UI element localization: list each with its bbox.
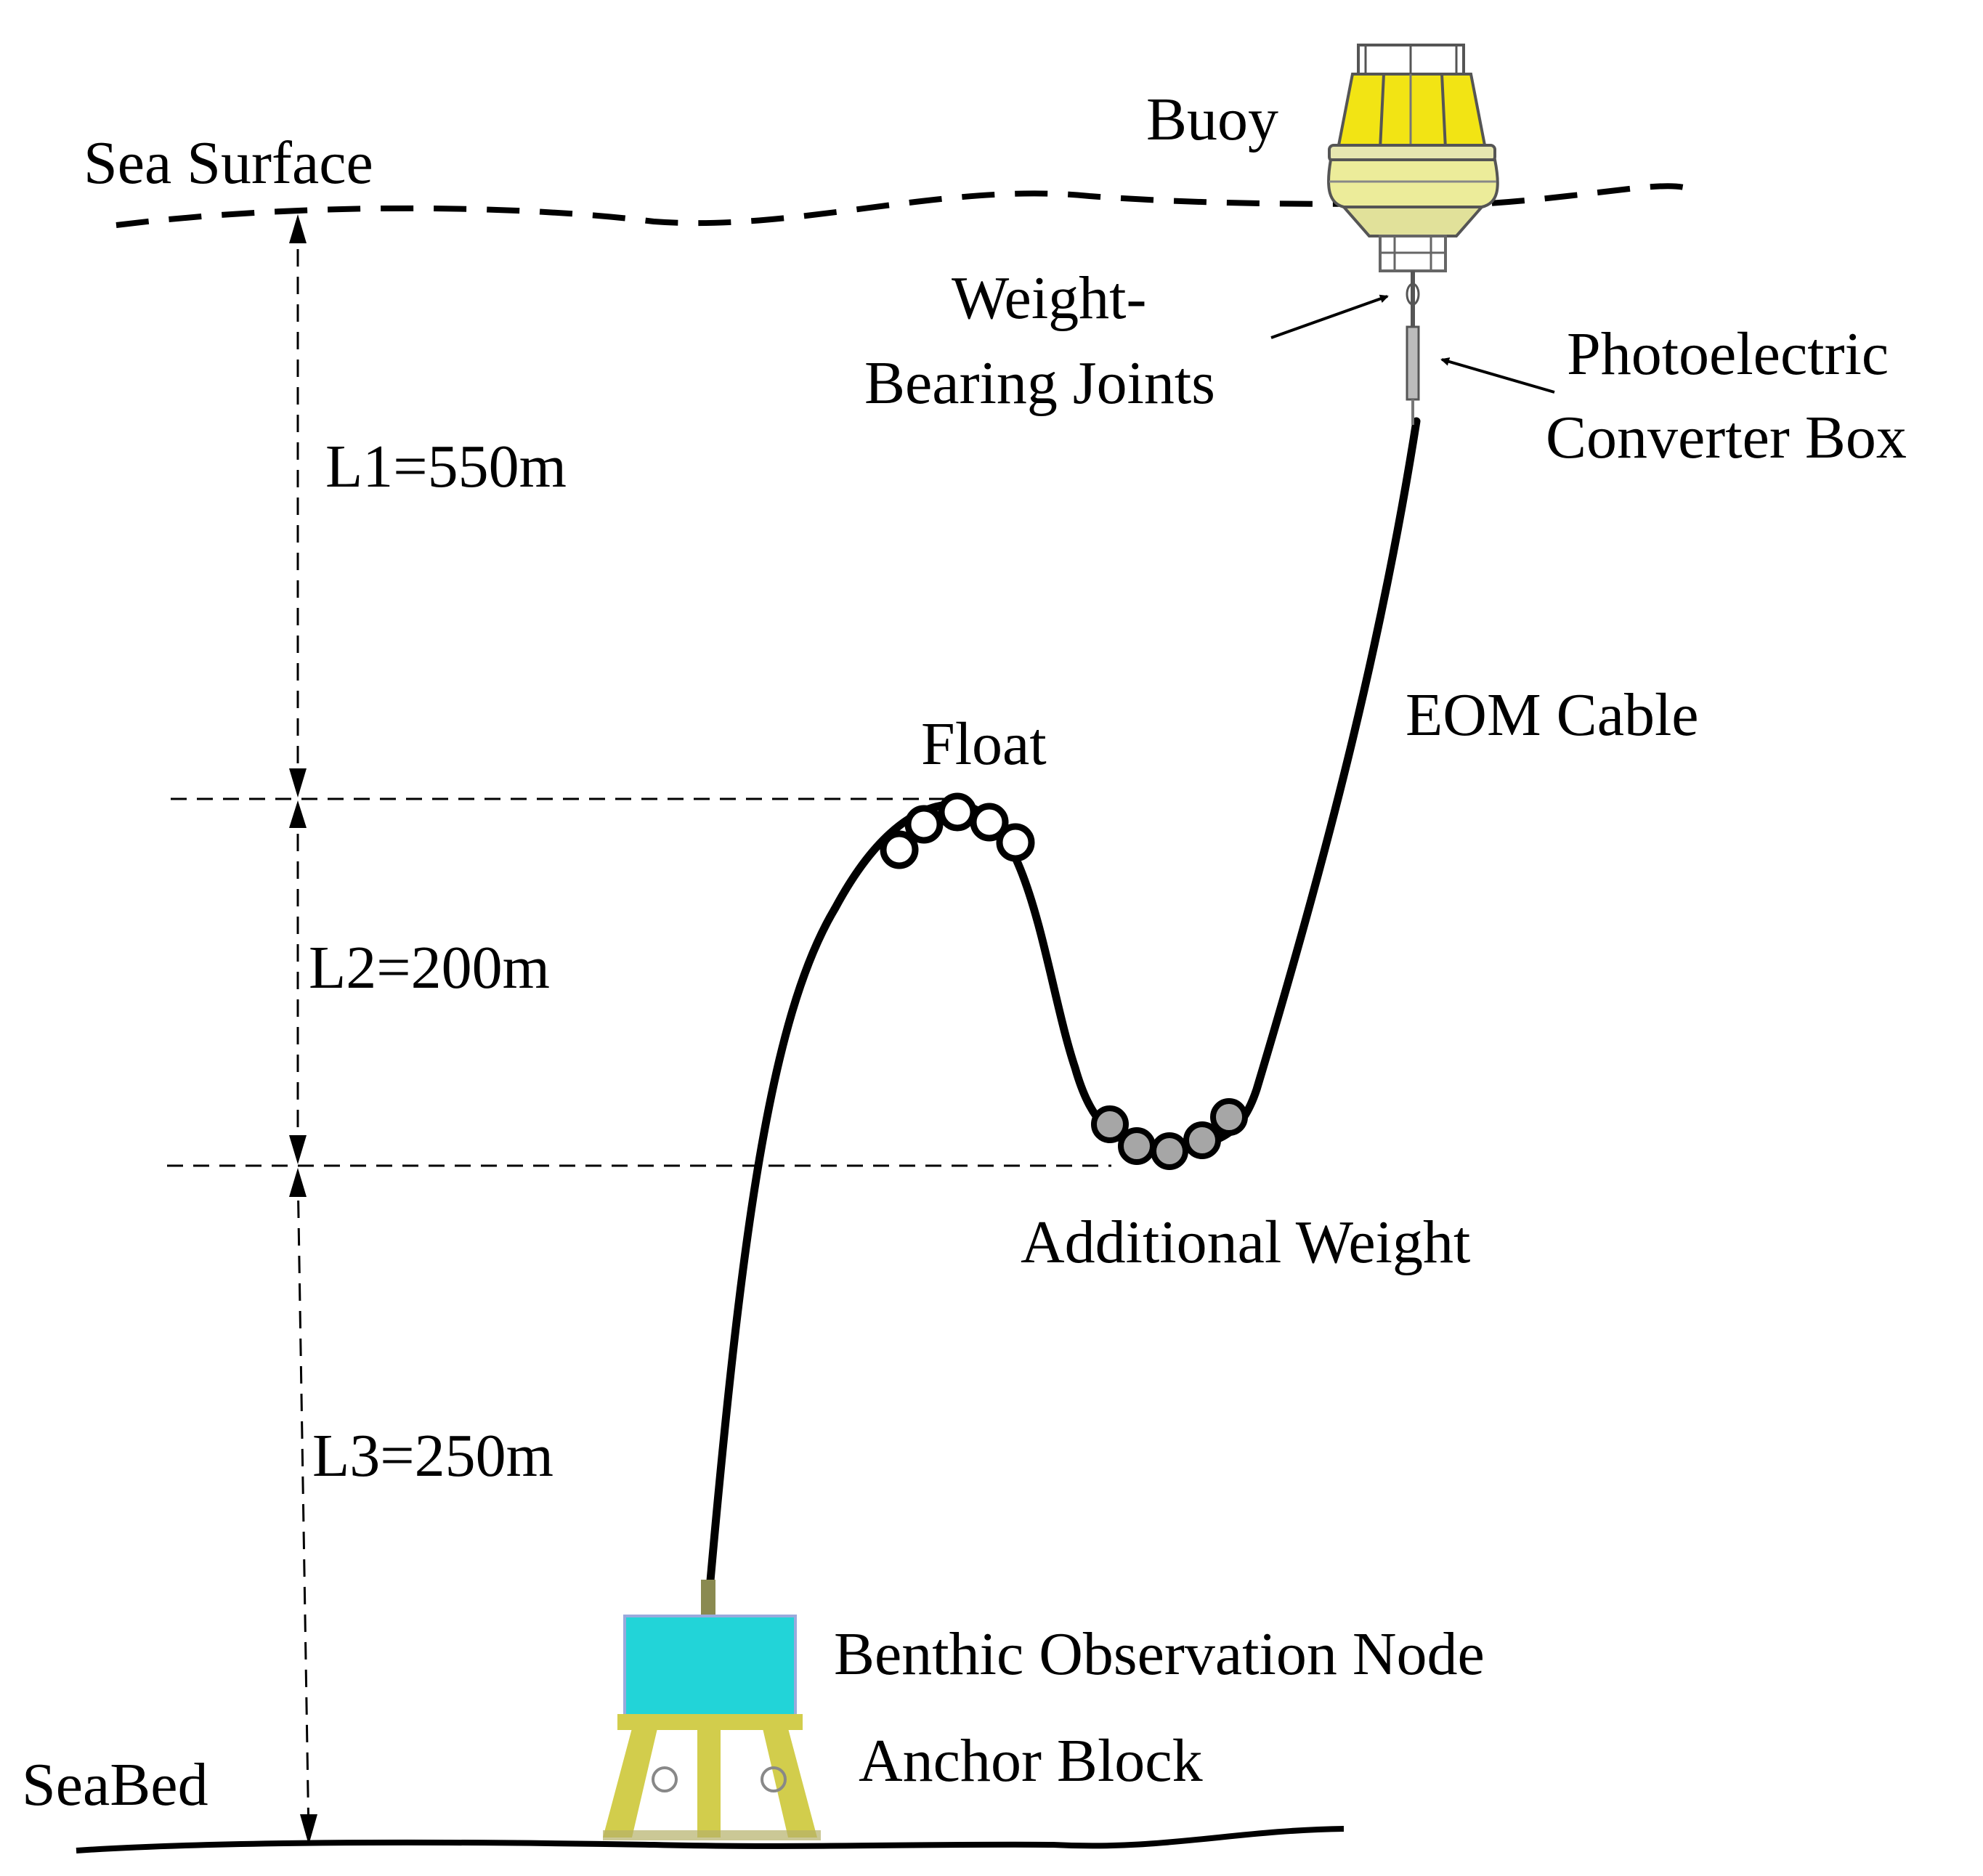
- benthic-node-illustration: [603, 1580, 821, 1840]
- weight-ball: [1210, 1098, 1248, 1136]
- additional-weight-label: Additional Weight: [1021, 1209, 1470, 1276]
- float-ball: [938, 792, 977, 832]
- weight-ball: [1151, 1132, 1188, 1170]
- photoelectric-label-line2: Converter Box: [1546, 404, 1907, 471]
- l2-label: L2=200m: [309, 934, 550, 1002]
- anchor-frame: [617, 1714, 803, 1730]
- seabed-label: SeaBed: [22, 1751, 208, 1819]
- weight-ball: [1183, 1121, 1221, 1159]
- float-ball: [996, 823, 1035, 862]
- float-label: Float: [921, 710, 1047, 778]
- weight-bearing-label-line1: Weight-: [952, 264, 1147, 332]
- buoy-label: Buoy: [1146, 86, 1278, 153]
- buoy-illustration: [1327, 44, 1499, 425]
- eom-cable-label: EOM Cable: [1406, 681, 1699, 749]
- anchor-block-label: Anchor Block: [859, 1727, 1203, 1795]
- weight-group: [1091, 1098, 1248, 1170]
- photoelectric-label-line1: Photoelectric: [1567, 320, 1889, 388]
- photoelectric-pointer: [1440, 357, 1555, 394]
- float-ball: [880, 830, 919, 869]
- benthic-node-label: Benthic Observation Node: [834, 1620, 1485, 1688]
- seabed-line: [76, 1826, 1345, 1853]
- dimension-l2: [289, 800, 307, 1164]
- float-group: [880, 792, 1035, 869]
- l3-label: L3=250m: [312, 1422, 553, 1490]
- weight-ball: [1091, 1105, 1129, 1143]
- weight-bearing-label-line2: Bearing Joints: [864, 349, 1215, 417]
- weight-ball: [1118, 1127, 1156, 1165]
- float-ball: [970, 803, 1009, 842]
- dimension-l1: [289, 214, 307, 797]
- sea-surface-line: [115, 183, 1694, 228]
- weight-bearing-pointer: [1270, 294, 1389, 339]
- eom-cable: [704, 417, 1421, 1609]
- sea-surface-label: Sea Surface: [84, 129, 373, 197]
- dimension-l3: [289, 1168, 317, 1845]
- l1-label: L1=550m: [325, 433, 567, 500]
- float-ball: [904, 805, 944, 844]
